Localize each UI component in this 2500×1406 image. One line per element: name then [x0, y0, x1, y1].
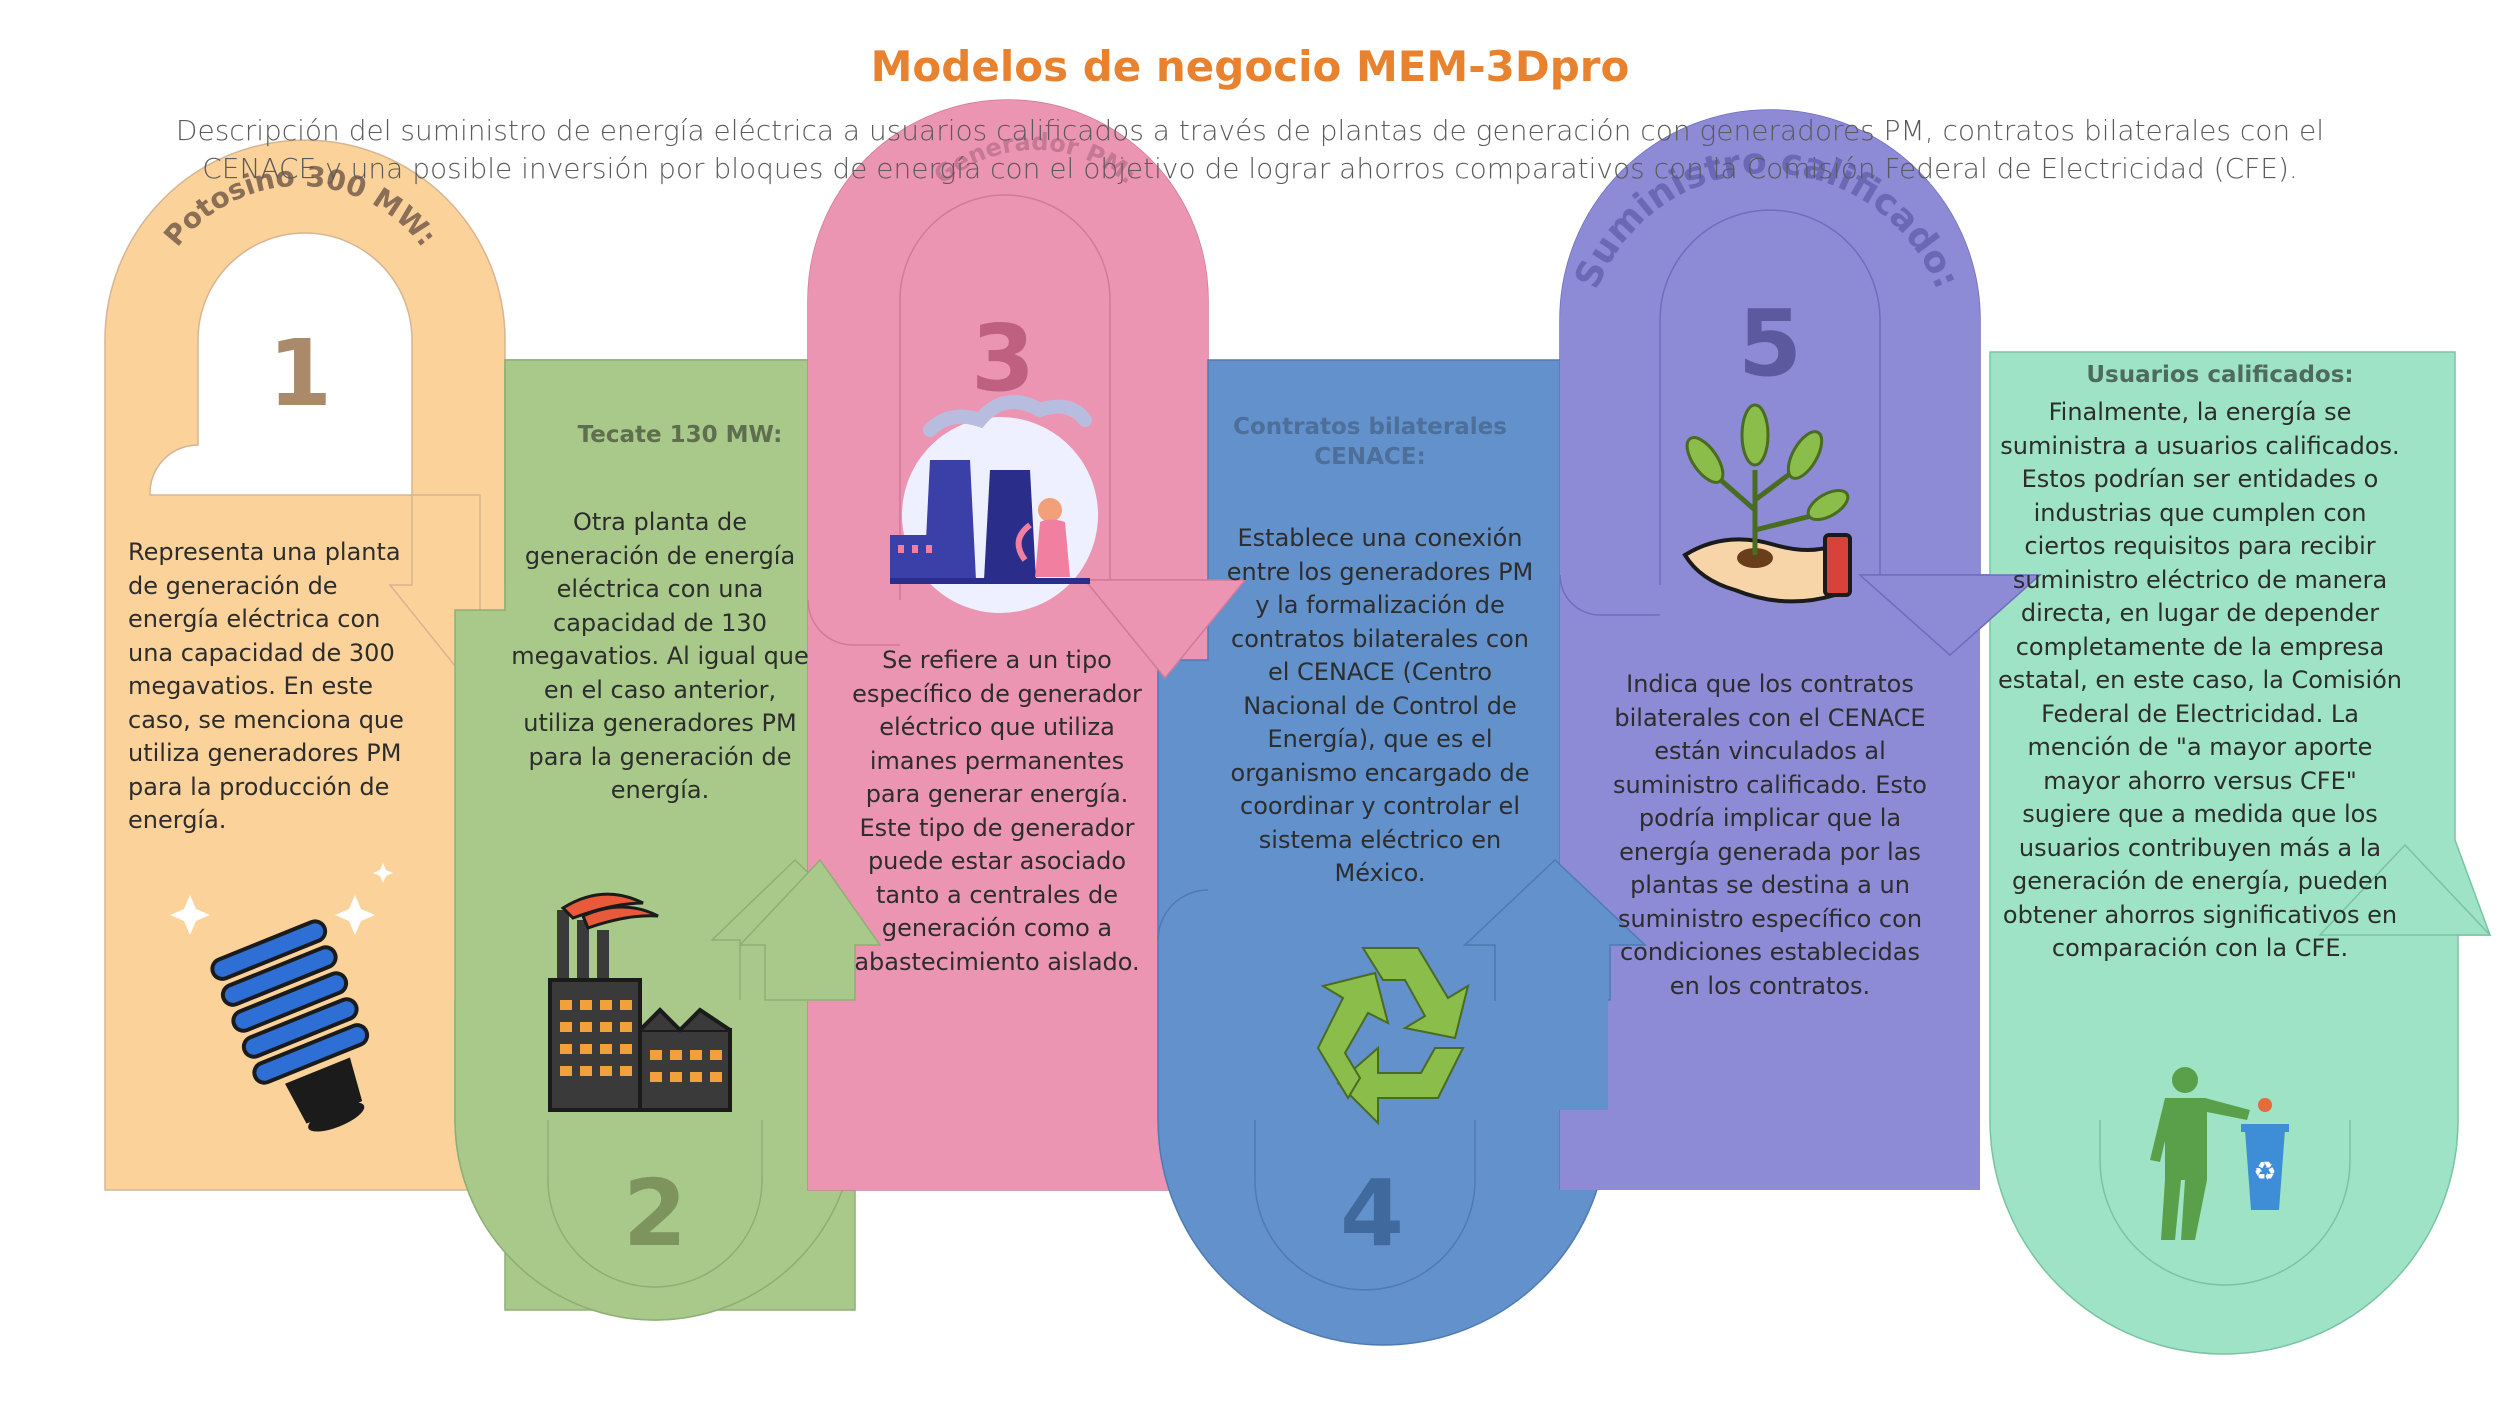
panel-6-body — [1989, 351, 2492, 1355]
panel-2-inner-u — [547, 1120, 763, 1288]
panel-3-inner-n — [899, 194, 1111, 600]
step-4-text: Establece una conexión entre los generad… — [1226, 524, 1534, 887]
recycle-icon — [1316, 947, 1470, 1126]
panel-4-up-arrow-overlay — [1463, 858, 1647, 1001]
factory-icon — [548, 892, 732, 1112]
step-5-text: Indica que los contratos bilaterales con… — [1613, 670, 1927, 1000]
step-6-text: Finalmente, la energía se suministra a u… — [1997, 398, 2402, 962]
power-plant-icon — [890, 395, 1098, 613]
panel-5-inner-n — [1659, 209, 1881, 585]
panel-6 — [1989, 351, 2492, 1355]
step-6-heading: Usuarios calificados: — [2086, 362, 2354, 388]
step-4-heading: Contratos bilaterales CENACE: — [1233, 414, 1507, 470]
person-recycling-icon: ♻ — [2150, 1067, 2289, 1240]
panel-5-fill — [1560, 110, 1980, 1190]
panel-6-arrow — [2318, 843, 2492, 936]
step-1-text: Representa una planta de generación de e… — [128, 538, 404, 834]
panel-1-shape — [104, 139, 532, 1191]
panel-2-up-arrow — [738, 858, 882, 1001]
step-2-number: 2 — [623, 1160, 687, 1267]
panel-5-notch — [1559, 574, 1660, 616]
panel-4-body — [1157, 359, 1609, 1346]
panel-3-notch — [807, 599, 900, 646]
panel-3-down-arrow — [1083, 579, 1247, 680]
step-5-number: 5 — [1738, 290, 1802, 397]
step-2-heading: Tecate 130 MW: — [577, 422, 783, 448]
panel-3 — [807, 99, 1247, 1191]
step-2-text: Otra planta de generación de energía elé… — [511, 508, 809, 804]
panel-5-arrow-cover — [1858, 574, 2042, 657]
step-4-number: 4 — [1340, 1160, 1404, 1267]
panel-6-inner-u — [2099, 1120, 2351, 1286]
panel-1 — [104, 139, 532, 1191]
page-subtitle: Descripción del suministro de energía el… — [175, 114, 2325, 185]
plant-in-hand-icon — [1682, 403, 1852, 604]
light-bulb-icon — [170, 863, 393, 1132]
panel-4-cover — [1496, 998, 1608, 1110]
page-title: Modelos de negocio MEM-3Dpro — [870, 42, 1630, 91]
panel-4-notch — [1157, 889, 1209, 941]
step-1-number: 1 — [268, 320, 332, 427]
step-3-number: 3 — [971, 305, 1035, 412]
svg-text:♻: ♻ — [2253, 1157, 2276, 1187]
step-3-text: Se refiere a un tipo específico de gener… — [852, 646, 1142, 976]
panel-4-inner-u — [1254, 1120, 1476, 1291]
panel-5 — [1559, 109, 2042, 1190]
panel-3-body — [808, 100, 1208, 1190]
